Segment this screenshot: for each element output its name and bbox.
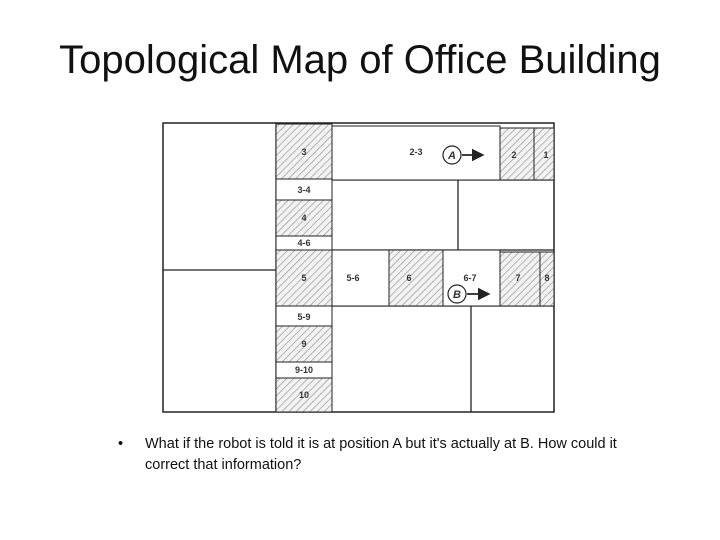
label-node-5-9: 5-9 — [297, 312, 310, 322]
label-node-6: 6 — [406, 273, 411, 283]
label-node-3: 3 — [301, 147, 306, 157]
node-4-6-area — [275, 235, 333, 251]
label-node-4-6: 4-6 — [297, 238, 310, 248]
label-node-5: 5 — [301, 273, 306, 283]
label-node-7: 7 — [515, 273, 520, 283]
bullet-text: What if the robot is told it is at posit… — [145, 436, 617, 473]
label-node-3-4: 3-4 — [297, 185, 310, 195]
node-5-6-area — [331, 249, 390, 307]
question-bullet: • What if the robot is told it is at pos… — [118, 434, 638, 476]
node-3-4-area — [275, 178, 333, 201]
marker-b-label: B — [453, 289, 461, 301]
label-node-2: 2 — [511, 150, 516, 160]
label-node-5-6: 5-6 — [346, 273, 359, 283]
slide-title: Topological Map of Office Building — [59, 38, 661, 82]
node-2-area — [499, 127, 535, 181]
bullet-marker: • — [118, 436, 124, 452]
robot-position-a-marker: A — [442, 145, 485, 165]
node-6-area — [388, 249, 444, 307]
label-node-10: 10 — [299, 390, 309, 400]
label-node-2-3: 2-3 — [409, 147, 422, 157]
node-5-9-area — [275, 305, 333, 327]
marker-a-label: A — [447, 150, 456, 162]
label-node-1: 1 — [543, 150, 548, 160]
label-node-9: 9 — [301, 339, 306, 349]
node-7-area — [499, 251, 541, 307]
label-node-8: 8 — [544, 273, 549, 283]
node-9-10-area — [275, 361, 333, 379]
label-node-4: 4 — [301, 213, 306, 223]
node-8-area — [539, 251, 555, 307]
node-4-area — [275, 199, 333, 237]
label-node-6-7: 6-7 — [463, 273, 476, 283]
robot-position-b-marker: B — [447, 284, 491, 304]
label-node-9-10: 9-10 — [295, 365, 313, 375]
node-1-area — [533, 127, 555, 181]
